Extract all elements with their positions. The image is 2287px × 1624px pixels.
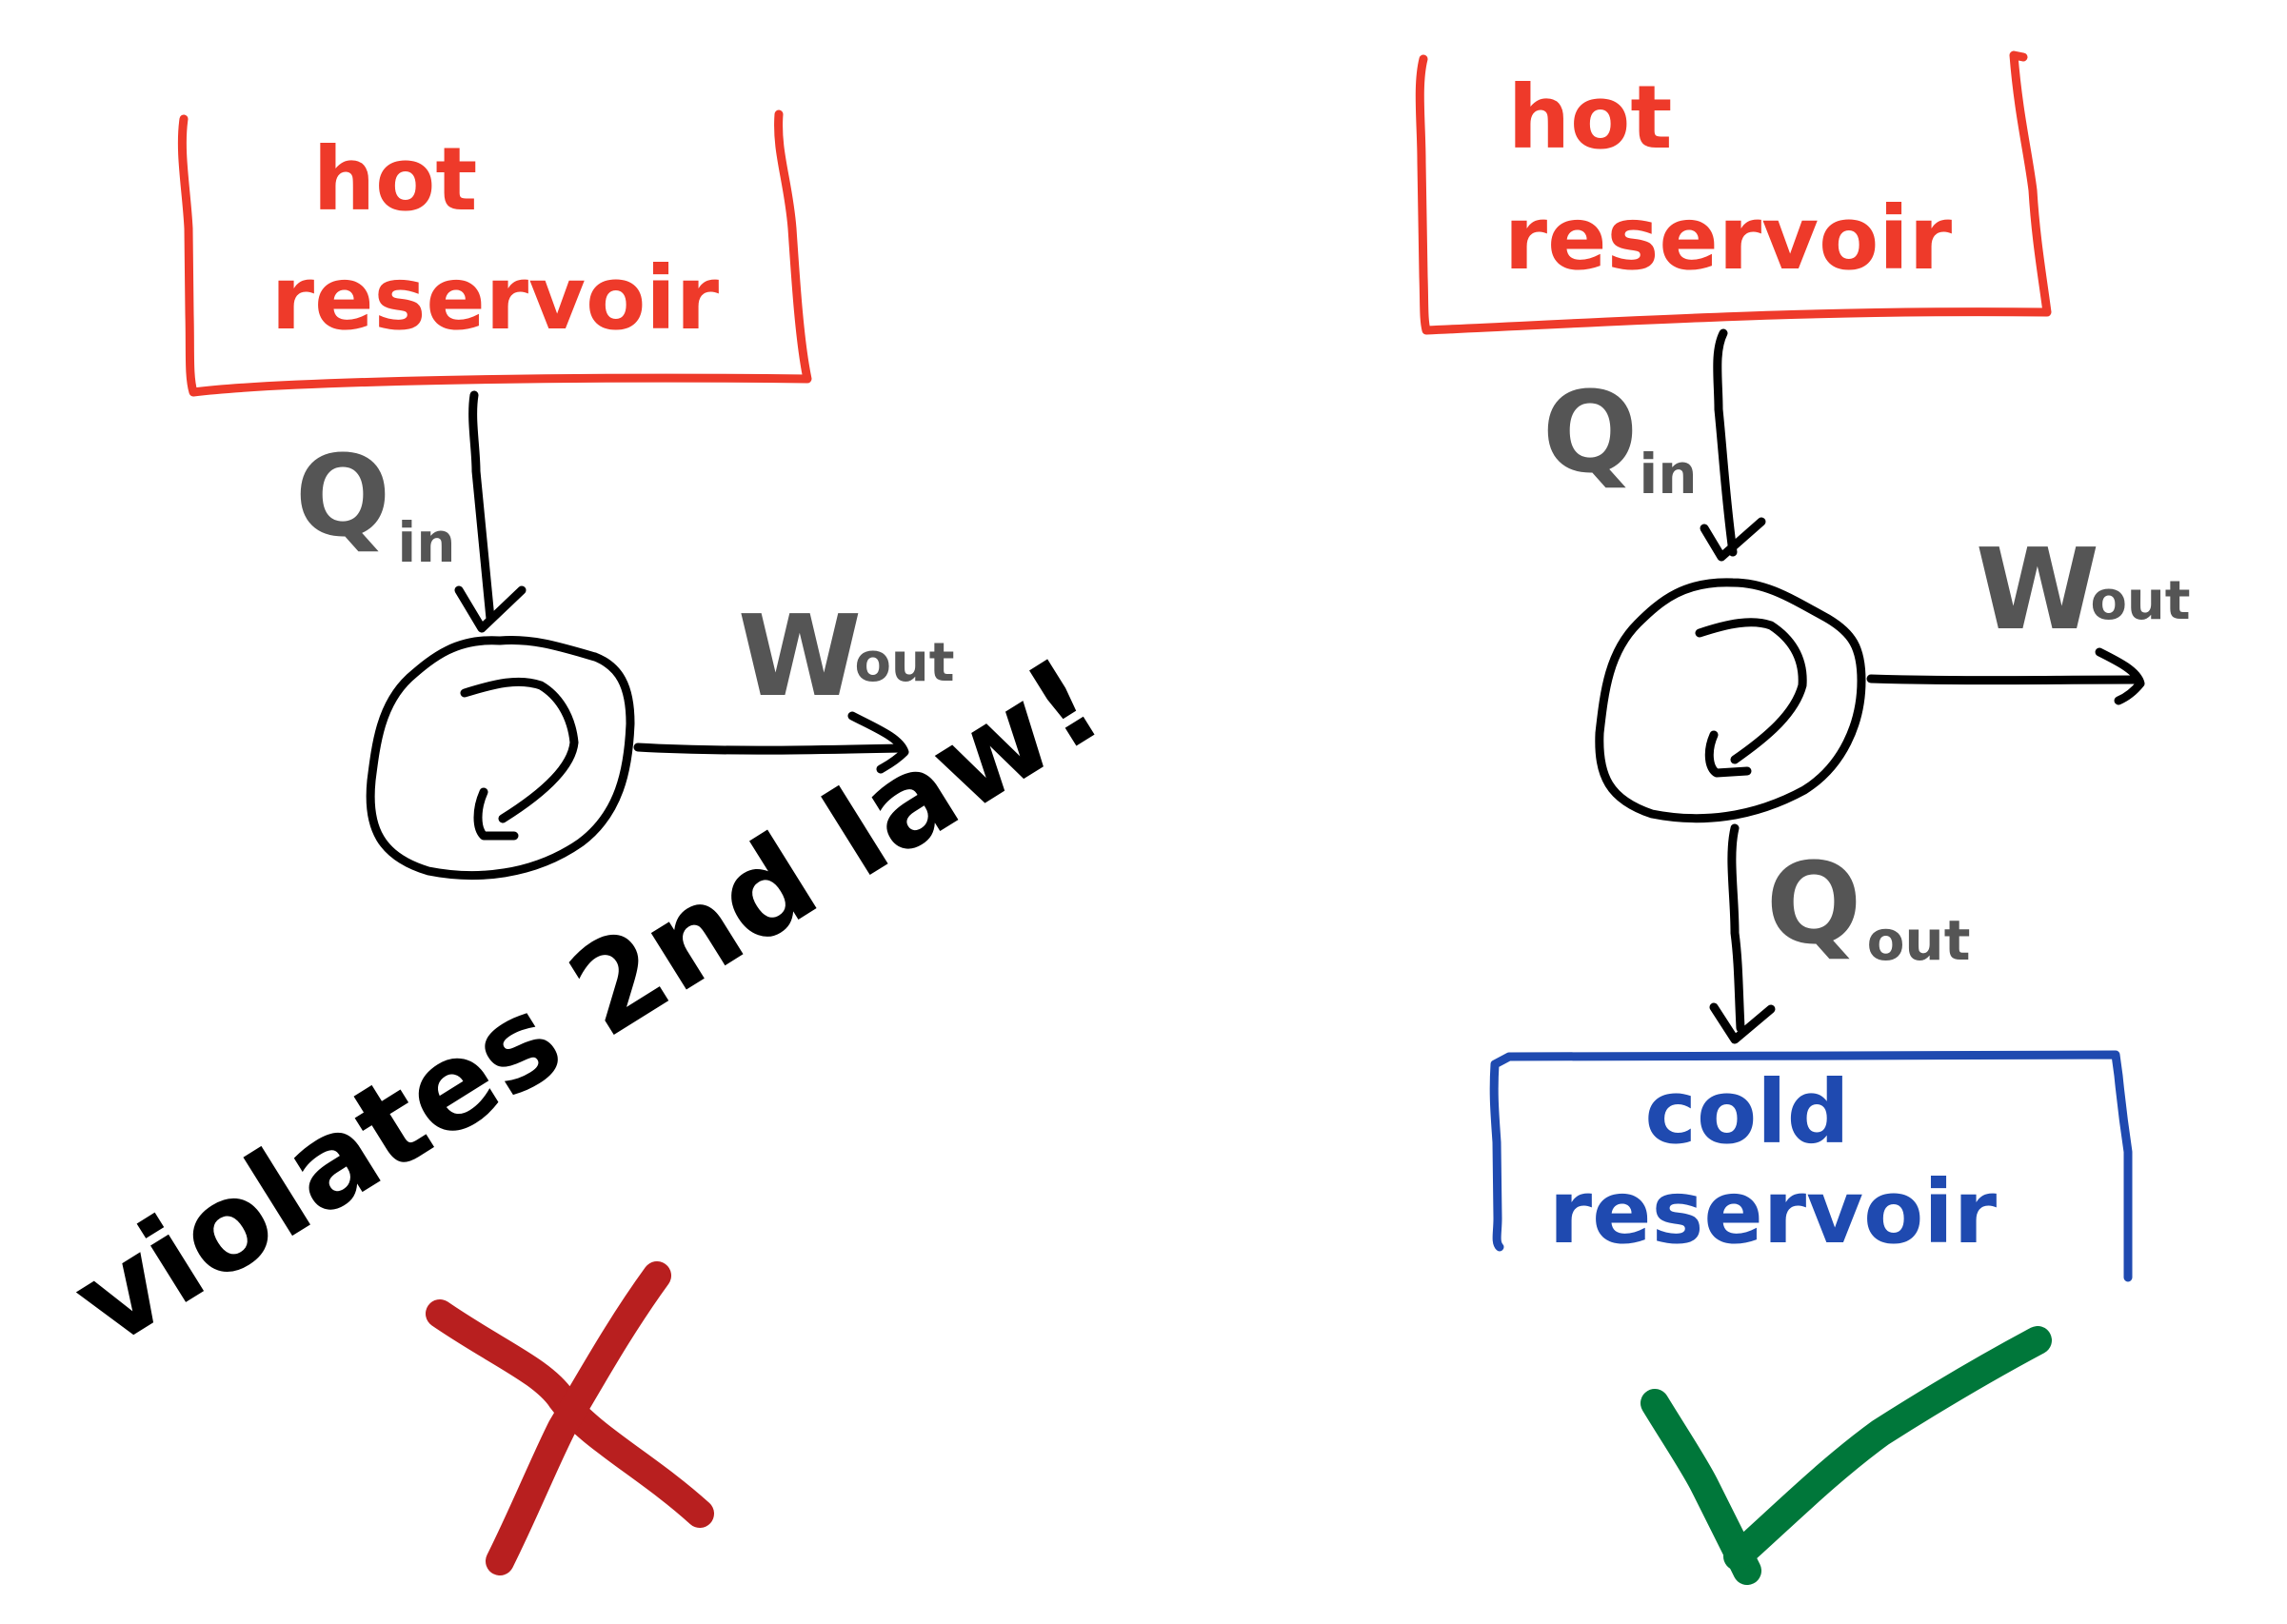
left-violation-note: violates 2nd law! xyxy=(50,630,1124,1375)
right-reservoir-label: reservoir xyxy=(1504,188,1953,289)
right-q-out-subscript: out xyxy=(1867,908,1971,973)
right-w-out-arrowhead xyxy=(2095,647,2145,705)
right-q-in-subscript: in xyxy=(1639,442,1697,506)
left-q-in-arrow xyxy=(468,390,495,624)
right-w-out-subscript: out xyxy=(2090,570,2190,632)
left-engine-circle xyxy=(366,635,635,881)
cross-icon xyxy=(426,1261,714,1575)
right-w-out-arrow xyxy=(1866,674,2142,685)
left-q-in-symbol: Q xyxy=(295,430,390,562)
right-q-in-arrow xyxy=(1713,328,1738,557)
right-hot-reservoir-box xyxy=(1415,50,2052,335)
left-w-out-arrow xyxy=(633,743,905,755)
left-w-out-arrowhead xyxy=(847,711,909,774)
right-cycle-arrow xyxy=(1695,618,1807,778)
right-q-out-arrow xyxy=(1727,823,1745,1033)
right-engine-circle xyxy=(1595,578,1866,823)
left-reservoir-label: reservoir xyxy=(271,248,720,349)
right-q-in-symbol: Q xyxy=(1542,366,1638,498)
left-w-out-symbol: W xyxy=(738,590,862,722)
right-q-out-symbol: Q xyxy=(1766,838,1861,969)
left-hot-label: hot xyxy=(313,129,478,230)
right-cold-label: cold xyxy=(1644,1061,1849,1163)
check-icon xyxy=(1641,1326,2052,1585)
right-q-out-arrowhead xyxy=(1709,1002,1776,1044)
right-q-in-arrowhead xyxy=(1700,517,1766,562)
left-w-out-subscript: out xyxy=(854,632,954,694)
right-panel: hot reservoir Q in W out Q out cold rese… xyxy=(1415,50,2191,1585)
right-w-out-symbol: W xyxy=(1976,524,2099,655)
right-hot-label: hot xyxy=(1508,67,1673,168)
right-cold-reservoir-label: reservoir xyxy=(1549,1161,1998,1263)
left-q-in-subscript: in xyxy=(397,510,455,575)
left-cycle-arrow xyxy=(460,677,579,841)
left-q-in-arrowhead xyxy=(454,585,527,633)
right-cold-reservoir-box xyxy=(1489,1050,2133,1282)
left-hot-reservoir-box xyxy=(177,109,812,397)
left-panel: hot reservoir Q in W out violates 2nd la… xyxy=(50,109,1124,1575)
